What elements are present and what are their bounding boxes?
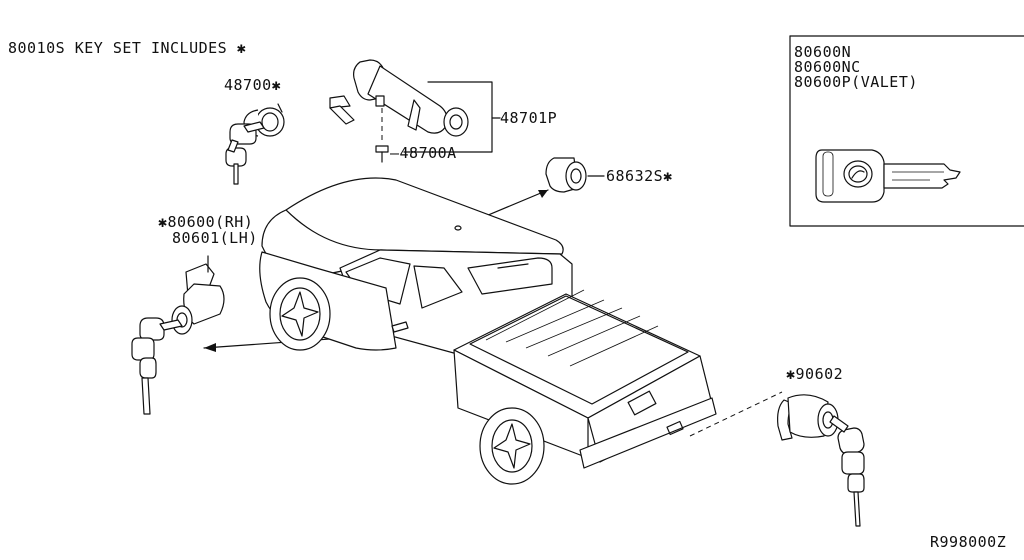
key-inset-box <box>789 35 1024 227</box>
label-screw-text: 48700A <box>399 144 457 162</box>
label-door-lh: 80601(LH) <box>172 229 258 247</box>
tailgate-key-icon <box>829 415 865 527</box>
bracket-48701P <box>403 81 493 153</box>
pickup-truck-illustration <box>259 177 717 485</box>
master-key-icon <box>815 149 961 203</box>
label-ignition-lock: 48700✱ <box>224 76 282 94</box>
ignition-key-icon <box>225 121 265 185</box>
label-ignition-set: 48701P <box>500 109 558 127</box>
arrow-head-icon <box>204 343 216 352</box>
shear-screw-icon <box>375 108 389 163</box>
leader-tailgate <box>689 391 783 437</box>
label-glove-lock: 68632S✱ <box>606 167 673 185</box>
label-screw: –48700A <box>390 144 457 162</box>
label-door-rh: ✱80600(RH) <box>158 213 254 231</box>
glove-box-lock-icon <box>545 157 605 193</box>
label-tailgate: ✱90602 <box>786 365 844 383</box>
reference-code: R998000Z <box>930 533 1007 551</box>
inset-line-2: 80600NC <box>794 58 861 76</box>
tailgate-lock-cylinder-icon <box>777 394 839 441</box>
inset-line-1: 80600N <box>794 43 852 61</box>
door-key-icon <box>131 317 183 415</box>
arrow-head-icon <box>538 190 548 198</box>
key-set-note: 80010S KEY SET INCLUDES ✱ <box>8 39 247 57</box>
door-lock-cylinder-icon <box>171 255 225 335</box>
inset-line-3: 80600P(VALET) <box>794 73 918 91</box>
steering-lock-assembly-icon <box>329 59 469 137</box>
